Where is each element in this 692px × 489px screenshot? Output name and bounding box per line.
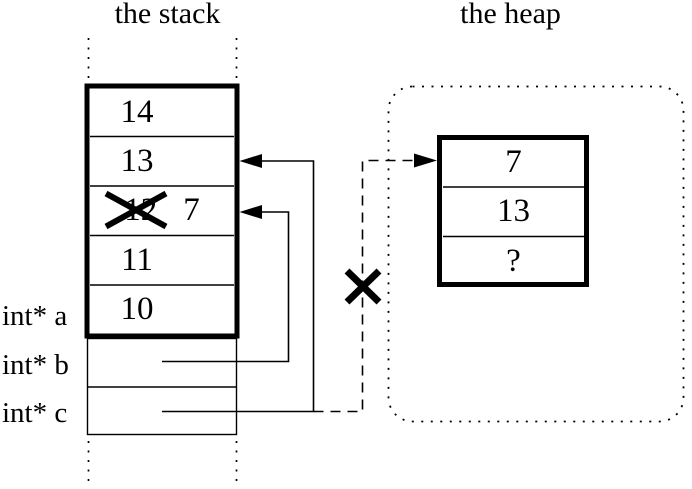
stack-cell-value: 13: [120, 143, 154, 179]
stack-cell-value: 14: [120, 94, 154, 130]
overwritten-value-cross-icon: [104, 190, 168, 230]
pointer-c-arrowhead-icon: [239, 154, 262, 168]
stack-title: the stack: [114, 0, 221, 30]
stack-cell-old-value: 12: [124, 192, 158, 228]
stack-cell-crossed: 12 7: [89, 186, 235, 235]
dangling-pointer-arrowhead-icon: [414, 153, 437, 168]
heap-cell-value: 7: [505, 144, 522, 180]
stack-cell-value: 11: [121, 242, 153, 278]
var-label-c: int* c: [2, 397, 68, 429]
stack-box: [84, 83, 240, 339]
stack-cell-new-value: 7: [183, 192, 200, 228]
heap-cell-value: 13: [497, 193, 530, 229]
heap-pointer-cross-icon: [344, 268, 382, 305]
heap-cell-value: ?: [506, 243, 521, 279]
pointer-b-arrow: [162, 205, 290, 363]
heap-block-box: [437, 135, 589, 287]
stack-cell-value: 10: [120, 291, 154, 327]
var-label-a: int* a: [2, 300, 68, 332]
pointer-b-arrowhead-icon: [239, 205, 262, 219]
stack-pointer-cells-box: [86, 337, 238, 436]
heap-region-outline: [387, 85, 685, 423]
heap-title: the heap: [460, 0, 561, 30]
dangling-heap-pointer-arrow: [313, 153, 437, 413]
pointer-c-arrow: [162, 154, 315, 413]
var-label-b: int* b: [2, 349, 69, 381]
